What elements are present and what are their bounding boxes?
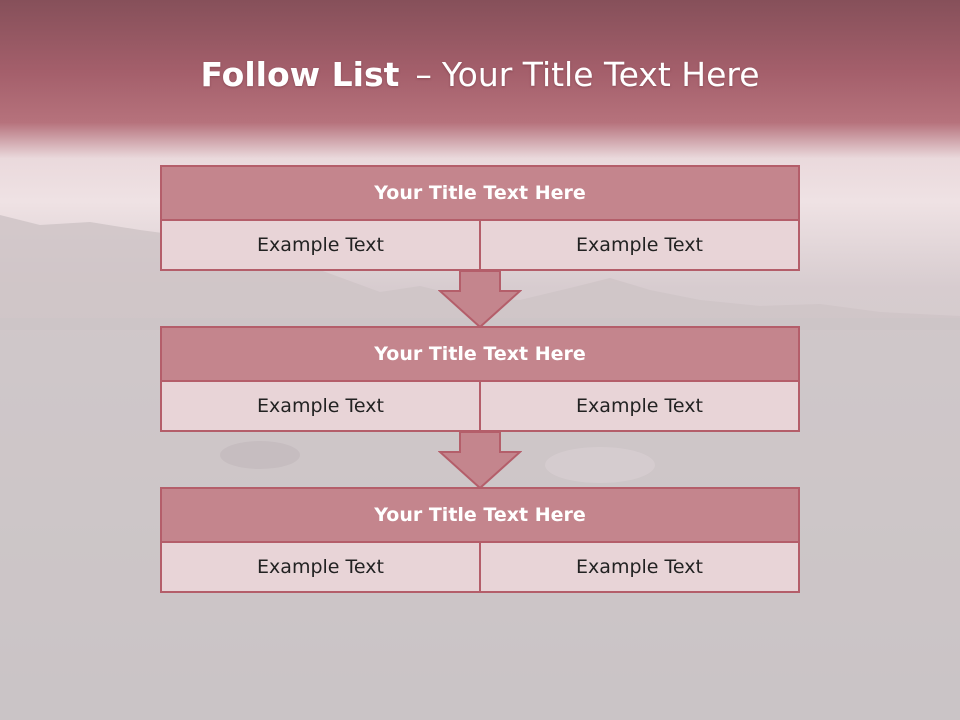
- step-block-2: Your Title Text Here Example Text Exampl…: [160, 326, 800, 432]
- down-arrow-icon: [438, 432, 522, 490]
- step-1-left-text: Example Text: [160, 221, 481, 271]
- step-row-2: Example Text Example Text: [160, 382, 800, 432]
- step-title-1: Your Title Text Here: [160, 165, 800, 221]
- step-block-1: Your Title Text Here Example Text Exampl…: [160, 165, 800, 271]
- step-row-3: Example Text Example Text: [160, 543, 800, 593]
- slide-title-rest: Your Title Text Here: [441, 55, 760, 94]
- step-block-3: Your Title Text Here Example Text Exampl…: [160, 487, 800, 593]
- step-3-right-text: Example Text: [481, 543, 800, 593]
- step-2-right-text: Example Text: [481, 382, 800, 432]
- step-1-right-text: Example Text: [481, 221, 800, 271]
- step-3-left-text: Example Text: [160, 543, 481, 593]
- slide-title-dash: –: [415, 55, 432, 94]
- down-arrow-icon: [438, 271, 522, 329]
- step-title-2: Your Title Text Here: [160, 326, 800, 382]
- step-title-3: Your Title Text Here: [160, 487, 800, 543]
- slide-title-bold: Follow List: [200, 55, 400, 94]
- step-row-1: Example Text Example Text: [160, 221, 800, 271]
- slide-title: Follow List–Your Title Text Here: [0, 52, 960, 98]
- step-2-left-text: Example Text: [160, 382, 481, 432]
